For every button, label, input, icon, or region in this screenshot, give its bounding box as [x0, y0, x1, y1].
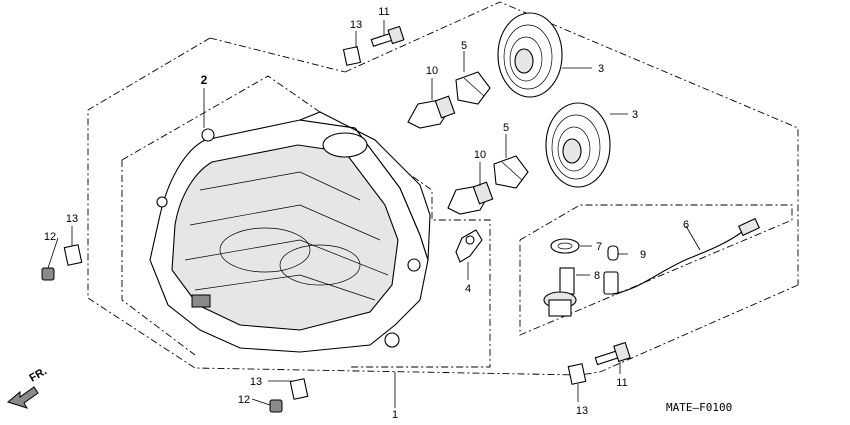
leader-6 — [685, 225, 701, 251]
clip-nut-right — [567, 363, 587, 385]
front-direction-arrow: FR. — [6, 365, 49, 409]
bolt-head — [613, 341, 631, 363]
direction-label: FR. — [28, 365, 49, 384]
diagram-code: MATE—F0100 — [666, 401, 732, 414]
group-outline-top — [209, 37, 346, 73]
leader-12a — [47, 237, 59, 269]
callout-7: 7 — [596, 241, 602, 253]
cover-ring — [509, 36, 543, 82]
bulb-base — [434, 95, 456, 119]
cover-hub — [514, 48, 534, 74]
bolt-top — [370, 25, 405, 47]
harness-wire — [611, 231, 743, 295]
grommet-hole — [557, 242, 573, 250]
arrow-icon — [6, 386, 39, 409]
socket-detail — [501, 161, 523, 181]
cover-ring — [503, 24, 553, 90]
mounting-tab-left — [156, 196, 168, 208]
callout-11: 11 — [378, 6, 389, 18]
housing-back-shell — [297, 111, 431, 261]
callout-3: 3 — [598, 63, 604, 75]
wedge-bulb — [607, 245, 619, 261]
leader-lines — [47, 20, 701, 408]
socket-lower — [493, 155, 529, 189]
socket-body — [455, 71, 491, 105]
callout-11: 11 — [616, 377, 627, 389]
socket-upper — [455, 71, 491, 105]
position-light-bulb — [607, 245, 619, 261]
socket-body — [493, 155, 529, 189]
cover-ring — [551, 114, 601, 180]
group-outline-wiring — [519, 204, 793, 336]
adjuster-hole — [465, 235, 475, 245]
callout-13: 13 — [66, 213, 78, 225]
group-outline-right — [344, 1, 799, 285]
callout-1: 1 — [392, 409, 398, 421]
bulb-lower — [447, 181, 494, 215]
socket-stem — [559, 267, 575, 295]
clip-nut-bottom — [289, 378, 309, 400]
callout-10: 10 — [474, 149, 486, 161]
clip-nut-left — [63, 244, 83, 266]
harness-socket — [603, 271, 619, 295]
lens-rib — [194, 274, 376, 301]
callout-10: 10 — [426, 65, 438, 77]
harness-connector — [737, 217, 761, 237]
lens-rib — [184, 239, 389, 276]
leader-12b — [251, 398, 271, 406]
callout-2: 2 — [201, 73, 208, 87]
reflector-high — [279, 244, 361, 286]
bulb-socket-boss — [322, 132, 368, 158]
group-outline-right-bottom — [579, 284, 799, 376]
mounting-tab-top — [201, 128, 215, 142]
grommet — [550, 238, 580, 254]
callout-6: 6 — [683, 219, 689, 231]
adjuster — [455, 229, 483, 263]
callout-12: 12 — [44, 231, 56, 243]
callout-labels: 11 13 5 10 3 3 2 5 10 6 7 9 8 4 13 12 1 … — [44, 6, 689, 421]
callout-5: 5 — [461, 40, 467, 52]
socket-base — [548, 299, 572, 317]
mounting-tab-bottom — [384, 332, 400, 348]
bolt-bottom — [594, 341, 631, 366]
adjuster-body — [455, 229, 483, 263]
group-outline-inner — [121, 75, 491, 368]
collar-left — [41, 267, 55, 281]
callout-9: 9 — [640, 249, 646, 261]
headlight-mark — [191, 294, 211, 308]
group-outline-outer — [87, 37, 581, 376]
dust-cover-lower — [545, 102, 611, 188]
callout-3: 3 — [632, 109, 638, 121]
callout-4: 4 — [465, 283, 471, 295]
callout-13: 13 — [576, 405, 588, 417]
callout-12: 12 — [238, 394, 250, 406]
cover-hub — [562, 138, 582, 164]
reflector-low — [219, 227, 311, 273]
group-outlines — [87, 1, 799, 376]
callout-13: 13 — [250, 376, 262, 388]
bulb-upper — [407, 95, 456, 129]
dust-cover-upper — [497, 12, 563, 98]
wire-harness — [603, 217, 761, 295]
group-outline-inner-left — [121, 160, 196, 356]
callout-5: 5 — [503, 122, 509, 134]
lens-rib — [199, 171, 361, 201]
lens-rib — [189, 204, 381, 241]
mounting-tab-right — [407, 258, 421, 272]
bolt-head — [387, 25, 405, 45]
socket-detail — [463, 77, 485, 97]
position-light-socket — [543, 267, 577, 317]
headlight-assembly — [149, 111, 431, 353]
callout-13: 13 — [350, 19, 362, 31]
cover-ring — [557, 126, 591, 172]
collar-bottom — [269, 399, 283, 413]
callout-8: 8 — [594, 270, 600, 282]
clip-nut-top — [342, 46, 362, 66]
